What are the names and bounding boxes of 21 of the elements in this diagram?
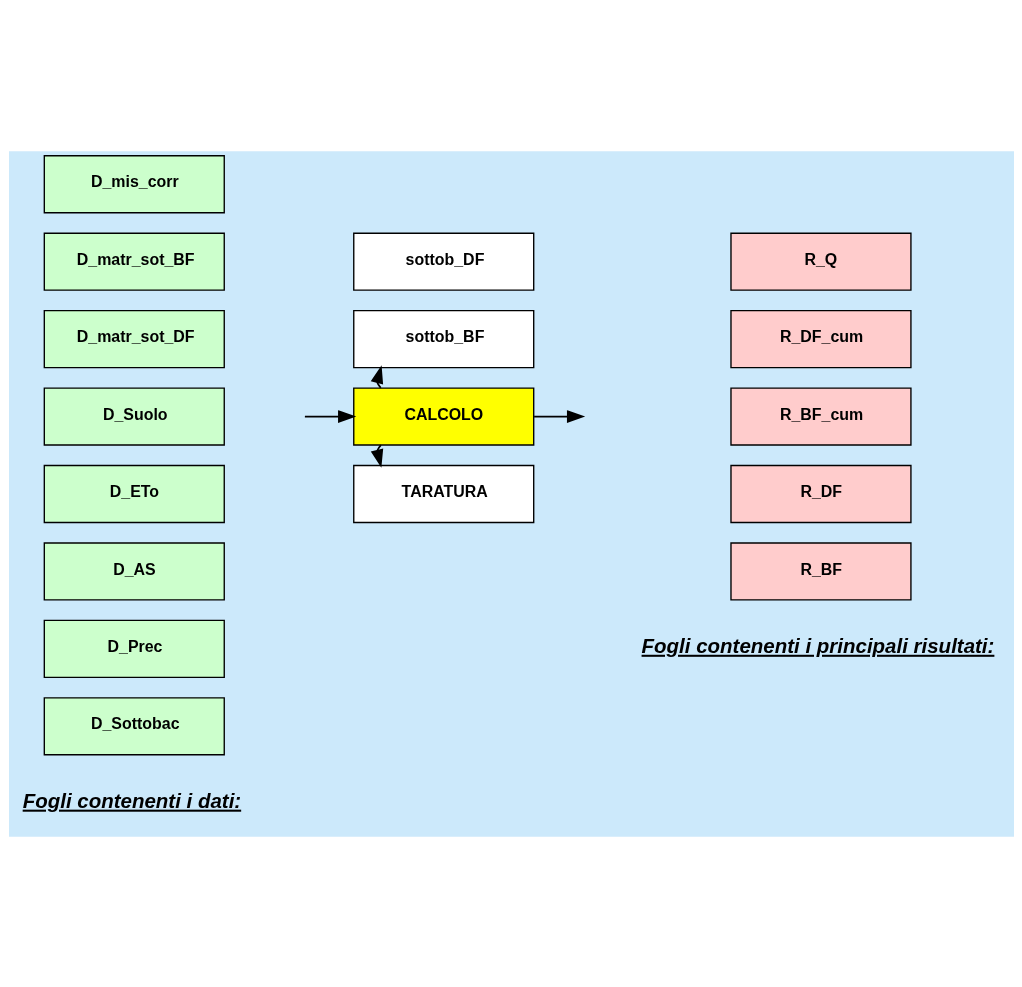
node-box: CALCOLO (352, 386, 534, 446)
node-box: D_matr_sot_BF (43, 232, 225, 291)
node-box: R_Q (729, 232, 912, 291)
label: Fogli contenenti i principali risultati: (641, 633, 994, 657)
node-box: D_Sottobac (43, 696, 225, 755)
label: Fogli contenenti i dati: (22, 788, 241, 812)
node-box: D_Prec (43, 619, 225, 678)
node-box: D_Suolo (43, 386, 225, 446)
arrow (532, 409, 585, 423)
node-box: D_matr_sot_DF (43, 309, 225, 368)
node-box: D_mis_corr (43, 154, 225, 213)
node-box: D_AS (43, 541, 225, 601)
node-box: sottob_BF (352, 309, 534, 368)
node-box: R_BF_cum (729, 386, 912, 446)
node-box: D_ETo (43, 464, 225, 523)
node-box: R_BF (729, 541, 912, 601)
node-box: R_DF (729, 464, 912, 523)
arrow (303, 409, 356, 423)
node-box: sottob_DF (352, 232, 534, 291)
node-box: TARATURA (352, 464, 534, 523)
node-box: R_DF_cum (729, 309, 912, 368)
